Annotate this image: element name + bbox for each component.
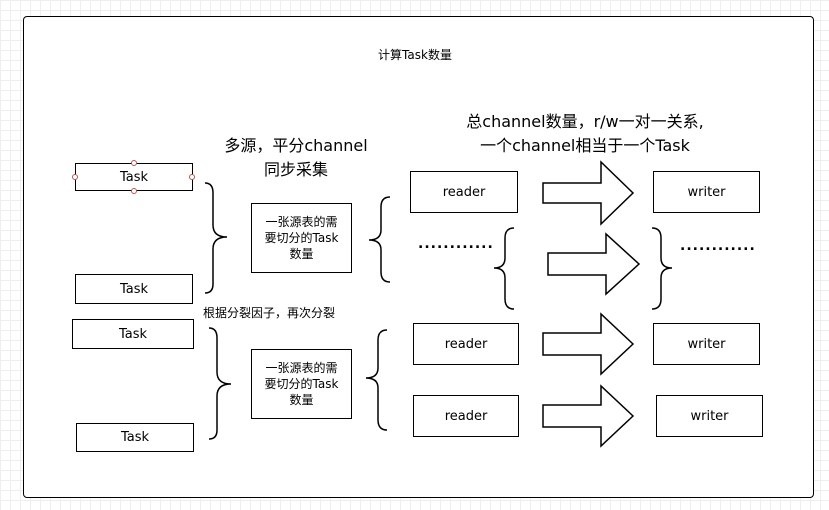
annotation-split-again: 根据分裂因子，再次分裂 bbox=[203, 306, 336, 320]
selection-handle-top[interactable] bbox=[131, 160, 137, 166]
brace-ellipsis-right bbox=[651, 227, 673, 310]
annotation-channel-total: 总channel数量，r/w一对一关系, 一个channel相当于一个Task bbox=[466, 112, 704, 155]
brace-top-mid bbox=[368, 196, 391, 283]
arrow-ellipsis bbox=[547, 232, 641, 296]
annotation-multi-source: 多源，平分channel 同步采集 bbox=[224, 136, 368, 179]
arrow-reader-writer-3 bbox=[542, 384, 635, 448]
brace-top-left bbox=[204, 182, 228, 294]
arrow-reader-writer-2 bbox=[542, 312, 635, 376]
brace-bottom-left bbox=[208, 327, 232, 440]
diagram-title: 计算Task数量 bbox=[378, 48, 452, 62]
selection-handle-bottom[interactable] bbox=[131, 188, 137, 194]
ellipsis-left: ............ bbox=[418, 236, 494, 252]
task-box-bottom-first[interactable]: Task bbox=[72, 319, 194, 349]
ellipsis-right: ............ bbox=[680, 238, 756, 254]
writer-box-3[interactable]: writer bbox=[656, 395, 763, 437]
selection-handle-left[interactable] bbox=[72, 174, 78, 180]
task-box-top-second[interactable]: Task bbox=[75, 274, 193, 304]
writer-box-2[interactable]: writer bbox=[653, 323, 760, 365]
reader-box-2[interactable]: reader bbox=[413, 323, 519, 365]
selection-handle-right[interactable] bbox=[189, 174, 195, 180]
brace-bottom-mid bbox=[365, 329, 388, 431]
task-box-bottom-second[interactable]: Task bbox=[76, 423, 194, 452]
writer-box-1[interactable]: writer bbox=[653, 171, 760, 213]
arrow-reader-writer-1 bbox=[542, 160, 635, 226]
split-count-box-bottom[interactable]: 一张源表的需 要切分的Task 数量 bbox=[251, 349, 352, 419]
brace-ellipsis-left bbox=[493, 227, 515, 310]
split-count-box-top[interactable]: 一张源表的需 要切分的Task 数量 bbox=[251, 203, 352, 273]
reader-box-3[interactable]: reader bbox=[413, 395, 519, 437]
reader-box-1[interactable]: reader bbox=[410, 171, 518, 213]
